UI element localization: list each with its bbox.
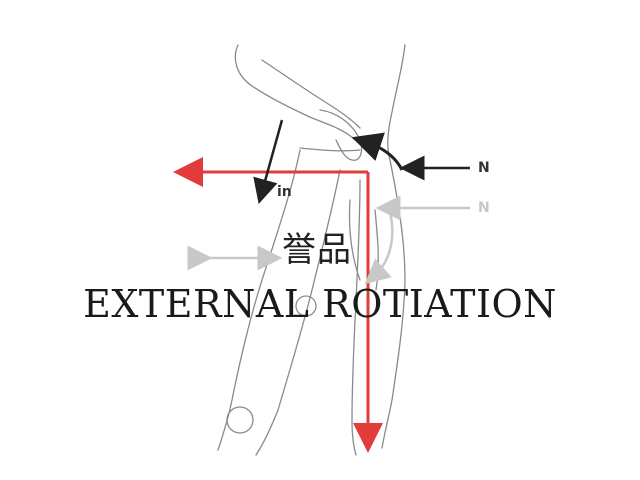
watermark: 誉品 (282, 230, 352, 270)
diagram-caption: EXTERNAL ROTIATION (83, 282, 557, 326)
rotation-arc (351, 132, 404, 171)
force-n-label-upper: N (478, 160, 490, 176)
force-n-label-lower: N (478, 200, 490, 216)
in-arrow (253, 119, 284, 205)
rotation-arc-light (364, 211, 394, 285)
in-label: in (277, 184, 292, 200)
